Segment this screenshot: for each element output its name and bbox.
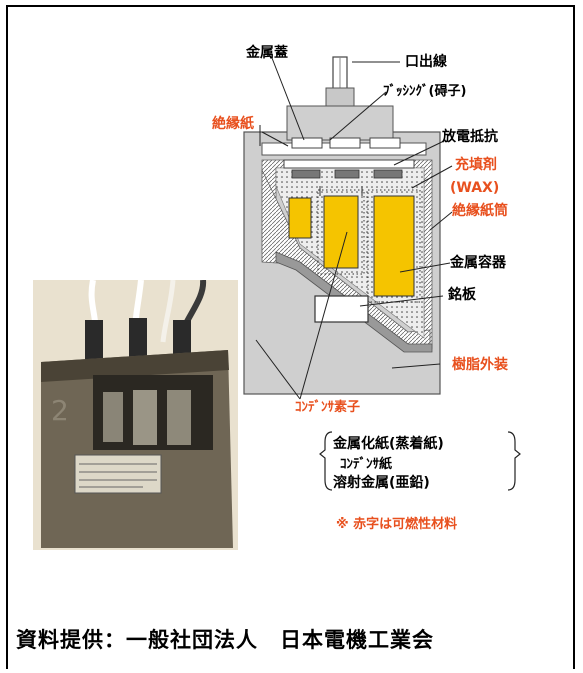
source-credit: 資料提供：一般社団法人 日本電機工業会 bbox=[16, 628, 434, 652]
label-capacitor-element: ｺﾝﾃﾞﾝｻ素子 bbox=[295, 400, 361, 415]
lid-top bbox=[286, 105, 394, 141]
label-insulating-paper: 絶縁紙 bbox=[212, 116, 254, 132]
label-filler-sub: (WAX) bbox=[450, 180, 500, 196]
label-lead-wire: 口出線 bbox=[405, 54, 447, 70]
capacitor-photo: 2 bbox=[33, 280, 238, 550]
nameplate-box bbox=[314, 295, 369, 323]
label-metal-case: 金属容器 bbox=[450, 255, 506, 271]
material-metallized-paper: 金属化紙(蒸着紙) bbox=[333, 436, 444, 452]
capacitor-element-2 bbox=[323, 195, 359, 269]
label-discharge-resistor: 放電抵抗 bbox=[442, 129, 498, 145]
bushing-cap bbox=[325, 87, 355, 109]
flammable-note: ※ 赤字は可燃性材料 bbox=[336, 517, 458, 532]
label-insulating-tube: 絶縁紙筒 bbox=[452, 203, 508, 219]
capacitor-element-3 bbox=[373, 195, 415, 297]
discharge-resistor bbox=[283, 159, 415, 169]
metal-case bbox=[275, 251, 433, 353]
label-filler: 充填剤 bbox=[455, 157, 497, 173]
capacitor-element-1 bbox=[288, 197, 312, 239]
label-resin-exterior: 樹脂外装 bbox=[452, 357, 508, 373]
label-bushing: ﾌﾞｯｼﾝｸﾞ(碍子) bbox=[383, 84, 467, 99]
material-sprayed-metal: 溶射金属(亜鉛) bbox=[333, 475, 430, 491]
label-metal-lid: 金属蓋 bbox=[246, 45, 288, 61]
material-capacitor-paper: ｺﾝﾃﾞﾝｻ紙 bbox=[340, 457, 393, 472]
label-nameplate: 銘板 bbox=[448, 287, 476, 303]
svg-text:2: 2 bbox=[51, 394, 69, 427]
